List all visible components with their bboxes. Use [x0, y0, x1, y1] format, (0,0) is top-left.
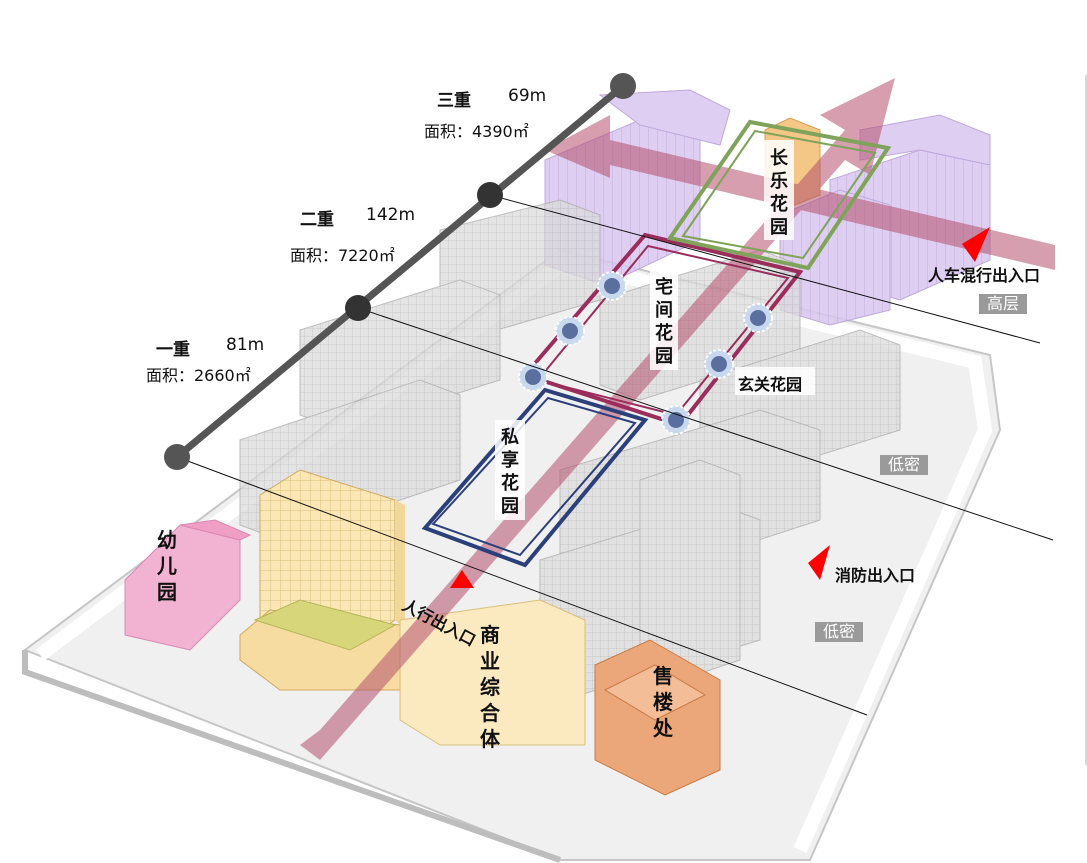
zone-tag-low-b: 低密	[815, 622, 864, 642]
sales-office-block	[594, 639, 721, 796]
xuanguan-garden-label: 玄关花园	[738, 375, 803, 394]
tier-2-height: 142m	[366, 205, 416, 225]
tier-ring-3	[666, 119, 892, 271]
commercial-label: 商业综合体	[480, 623, 500, 751]
kindergarten-label: 幼儿园	[157, 528, 177, 604]
zone-tag-low-a: 低密	[880, 455, 929, 475]
mixed-entrance-marker	[962, 227, 990, 262]
tier-1-area: 面积：2660㎡	[146, 366, 251, 385]
mixed-entrance-label: 人车混行出入口	[928, 266, 1041, 285]
fire-entrance-label: 消防出入口	[835, 566, 916, 585]
changle-garden-label: 长乐花园	[770, 148, 788, 238]
fire-entrance-marker	[808, 545, 830, 580]
tier-3-area: 面积：4390㎡	[424, 122, 529, 141]
tier-1-name: 一重	[156, 340, 190, 360]
tier-3-height: 69m	[508, 86, 547, 106]
tier-node-3	[610, 73, 636, 99]
zone-tag-high: 高层	[979, 294, 1028, 314]
commercial-complex-block	[239, 469, 586, 746]
tier-3-name: 三重	[437, 91, 471, 111]
sales-office-label: 售楼处	[653, 664, 673, 740]
zhaijian-garden-label: 宅间花园	[655, 277, 673, 367]
tier-line-2	[357, 307, 1054, 541]
garden-nodes	[518, 271, 773, 435]
pedestrian-entrance-marker	[450, 570, 474, 588]
sixiang-garden-label: 私享花园	[501, 427, 519, 517]
tier-1-height: 81m	[226, 335, 265, 355]
tier-2-area: 面积：7220㎡	[290, 246, 395, 265]
tier-line-3	[489, 194, 1041, 344]
tier-node-2	[477, 182, 503, 208]
tier-2-name: 二重	[300, 210, 334, 230]
tier-node-start	[164, 444, 190, 470]
tier-axis	[174, 83, 626, 460]
tier-line-1	[176, 456, 868, 716]
tier-node-1	[345, 295, 371, 321]
residential-blocks	[239, 199, 901, 696]
right-border	[1085, 75, 1087, 765]
ground-edge	[22, 650, 561, 863]
